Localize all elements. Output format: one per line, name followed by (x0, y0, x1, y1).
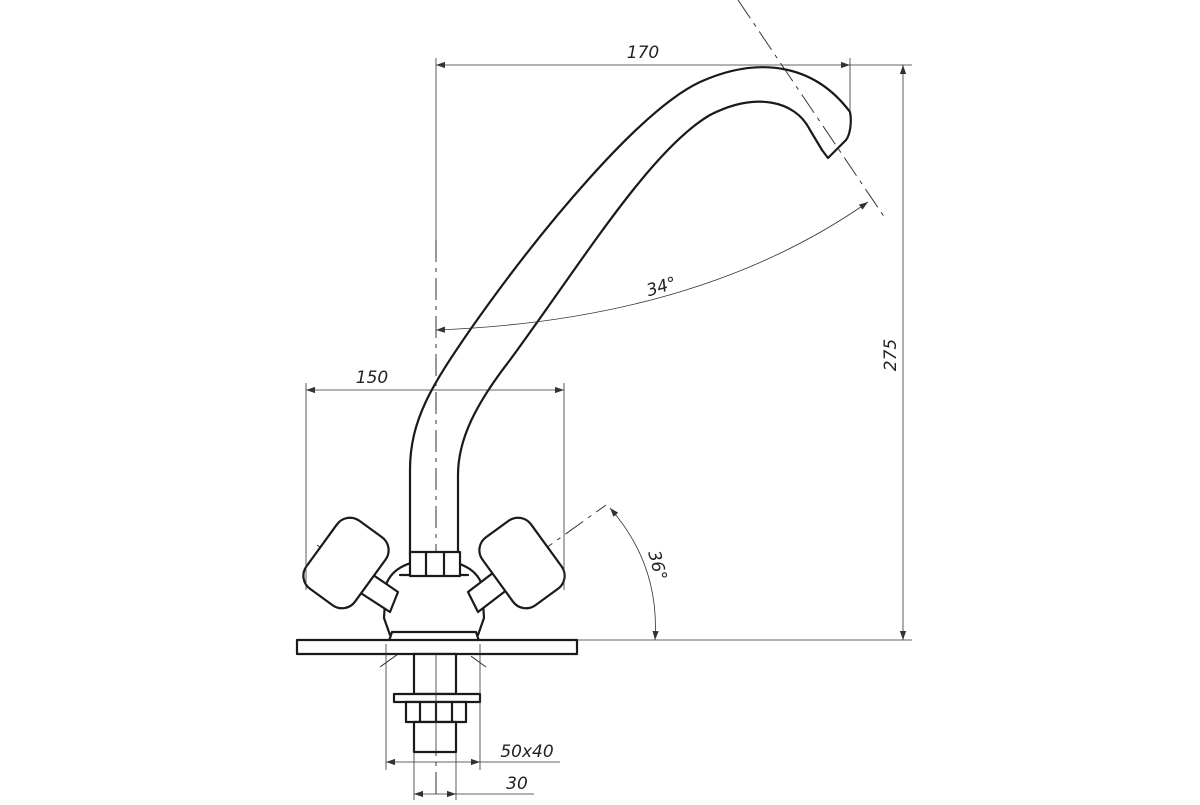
angle-spout: 34° (435, 201, 869, 333)
lower-shank (412, 720, 458, 754)
center-axes (316, 0, 886, 800)
shank-label: 30 (506, 774, 528, 794)
mount-plate-label: 50x40 (500, 742, 553, 762)
spout-nut (408, 550, 462, 578)
handle-angle-label: 36° (643, 549, 670, 583)
spout-inner-contour (456, 100, 824, 557)
mounting-plate (295, 638, 579, 656)
upper-shank (412, 652, 458, 696)
dimension-shank: 30 (413, 752, 534, 800)
dimension-height: 275 (577, 64, 912, 641)
right-handle-wheel (478, 516, 566, 610)
handle-angle-arc (609, 507, 659, 641)
spout-outlet (820, 138, 848, 160)
dimension-reach: 170 (435, 43, 851, 245)
mount-assembly (295, 638, 579, 754)
angle-handle: 36° (609, 507, 670, 641)
right-handle (466, 516, 566, 614)
left-handle (302, 516, 400, 614)
spout (408, 66, 852, 557)
dimension-mount-plate: 50x40 (385, 644, 560, 770)
faucet-body (382, 550, 486, 646)
reach-label: 170 (627, 43, 659, 63)
spout-tip-axis (737, 0, 886, 219)
washer (392, 692, 482, 704)
spout-angle-arc (435, 201, 869, 333)
dimension-handle-span: 150 (305, 368, 565, 590)
height-label: 275 (881, 339, 901, 371)
spout-angle-label: 34° (644, 273, 679, 301)
handle-span-label: 150 (356, 368, 388, 388)
left-handle-wheel (302, 516, 390, 610)
spout-outer-contour (408, 66, 852, 557)
